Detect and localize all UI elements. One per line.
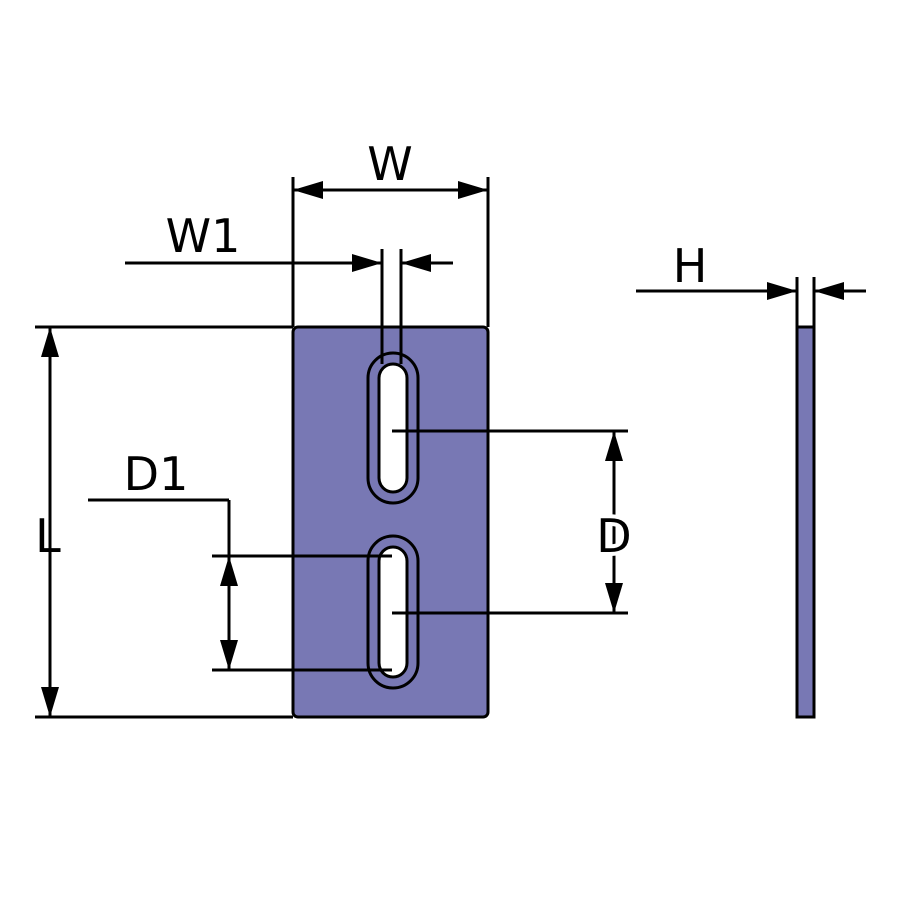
label-l: L <box>35 509 61 563</box>
arrowhead <box>352 254 382 272</box>
slot-width-dimension: W1 <box>125 209 453 364</box>
arrowhead <box>458 181 488 199</box>
arrowhead <box>767 282 797 300</box>
upper-slot <box>377 362 409 494</box>
thickness-dimension: H <box>636 239 866 327</box>
label-d: D <box>596 509 631 563</box>
front-view <box>291 325 490 719</box>
arrowhead <box>605 583 623 613</box>
slot-length-dimension: D1 <box>88 447 392 672</box>
plate-front <box>291 325 490 719</box>
label-w1: W1 <box>166 209 241 263</box>
length-dimension: L <box>35 325 293 719</box>
arrowhead <box>293 181 323 199</box>
arrowhead <box>41 687 59 717</box>
arrowhead <box>220 640 238 670</box>
width-dimension: W <box>291 137 490 327</box>
plate-side <box>795 325 816 719</box>
arrowhead <box>401 254 431 272</box>
label-d1: D1 <box>124 447 189 501</box>
label-w: W <box>367 137 412 191</box>
arrowhead <box>605 431 623 461</box>
arrowhead <box>41 327 59 357</box>
slot-pitch-dimension: D <box>392 429 636 615</box>
label-h: H <box>673 239 708 293</box>
arrowhead <box>220 556 238 586</box>
arrowhead <box>814 282 844 300</box>
